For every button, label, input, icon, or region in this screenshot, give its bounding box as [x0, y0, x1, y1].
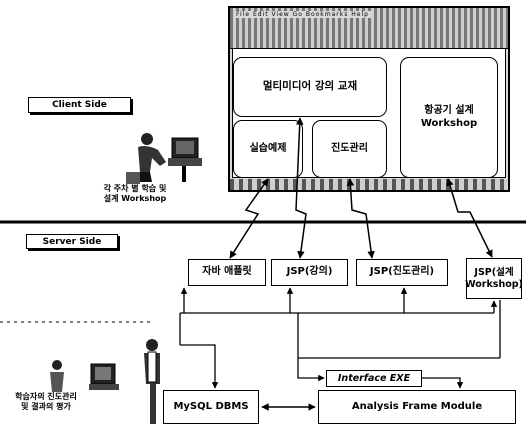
zigzag-arrow-lecture [295, 117, 307, 259]
window-menu: File Edit View Go Bookmarks Help [234, 11, 371, 18]
jsp-lecture-box: JSP(강의) [271, 259, 348, 286]
bus-to-interface [297, 358, 325, 382]
mysql-dbms-label: MySQL DBMS [173, 400, 249, 412]
jsp-workshop-label: JSP(설계 Workshop) [465, 266, 523, 290]
client-side-text: Client Side [52, 100, 107, 110]
server-side-label: Server Side [26, 234, 118, 249]
student-caption: 각 주차 별 학습 및 설계 Workshop [103, 184, 167, 204]
zigzag-arrow-progress [346, 178, 375, 259]
progress-management-box: 진도관리 [312, 120, 387, 178]
jsp-progress-box: JSP(진도관리) [356, 259, 448, 286]
jsp-progress-label: JSP(진도관리) [369, 266, 435, 278]
admin-caption: 학습자의 진도관리 및 결과의 평가 [15, 392, 77, 412]
analysis-frame-module-box: Analysis Frame Module [318, 390, 516, 424]
multimedia-lecture-label: 멀티미디어 강의 교재 [262, 80, 358, 93]
java-applet-label: 자바 애플릿 [202, 266, 252, 278]
analysis-frame-module-label: Analysis Frame Module [351, 400, 483, 412]
server-side-text: Server Side [42, 236, 102, 247]
multimedia-lecture-box: 멀티미디어 강의 교재 [233, 57, 387, 117]
people-with-computer-icon [50, 339, 160, 424]
interface-to-analysis [422, 377, 464, 389]
client-side-label: Client Side [28, 97, 131, 113]
aircraft-design-workshop-box: 항공기 설계 Workshop [400, 57, 498, 178]
practice-examples-box: 실습예제 [233, 120, 303, 178]
jsp-workshop-box: JSP(설계 Workshop) [465, 258, 523, 299]
bus-to-mysql [180, 344, 219, 389]
person-at-computer-icon [126, 133, 202, 184]
interface-exe-label: Interface EXE [337, 372, 411, 384]
aircraft-design-workshop-label: 항공기 설계 Workshop [420, 105, 478, 129]
zigzag-arrow-applet [229, 178, 269, 259]
jsp-lecture-label: JSP(강의) [286, 266, 333, 278]
java-applet-box: 자바 애플릿 [188, 259, 266, 286]
zigzag-arrow-workshop [446, 178, 493, 258]
mysql-dbms-box: MySQL DBMS [163, 390, 259, 424]
progress-management-label: 진도관리 [331, 142, 368, 154]
interface-exe-box: Interface EXE [326, 370, 422, 387]
practice-examples-label: 실습예제 [249, 142, 287, 154]
